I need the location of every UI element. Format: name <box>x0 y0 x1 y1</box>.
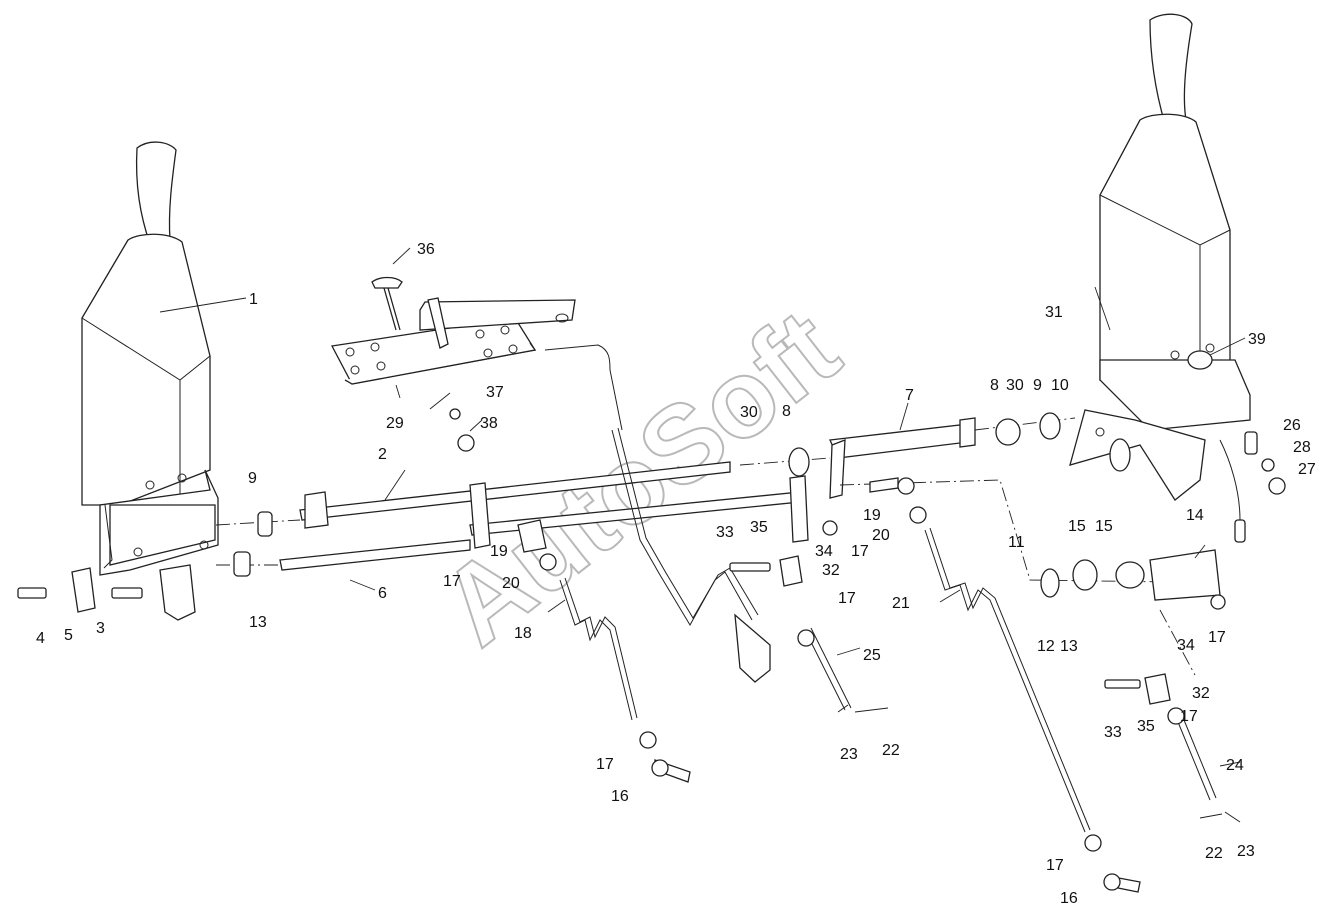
callout-34a: 34 <box>815 543 833 560</box>
callout-8b: 8 <box>990 377 999 394</box>
callout-11: 11 <box>1008 534 1025 551</box>
callout-17e: 17 <box>1208 629 1226 646</box>
callout-4: 4 <box>36 630 45 647</box>
pedal-plate <box>330 297 623 431</box>
callout-16a: 16 <box>611 788 629 805</box>
callout-39: 39 <box>1248 331 1266 348</box>
callout-35a: 35 <box>750 519 768 536</box>
callout-17c: 17 <box>838 590 856 607</box>
callout-10: 10 <box>1051 377 1069 394</box>
callout-27: 27 <box>1298 461 1316 478</box>
callout-15b: 15 <box>1095 518 1113 535</box>
callout-20a: 20 <box>502 575 520 592</box>
callout-labels: 1 2 3 4 5 6 7 8 8 9 9 10 11 12 13 13 14 … <box>36 241 1316 907</box>
callout-18: 18 <box>514 625 532 642</box>
callout-28: 28 <box>1293 439 1311 456</box>
callout-13b: 13 <box>1060 638 1078 655</box>
callout-2: 2 <box>378 446 387 463</box>
callout-26: 26 <box>1283 417 1301 434</box>
callout-23a: 23 <box>840 746 858 763</box>
callout-30b: 30 <box>1006 377 1024 394</box>
callout-9b: 9 <box>1033 377 1042 394</box>
callout-25: 25 <box>863 647 881 664</box>
callout-30a: 30 <box>740 404 758 421</box>
callout-32a: 32 <box>822 562 840 579</box>
left-control-tower <box>81 141 219 621</box>
callout-23b: 23 <box>1237 843 1255 860</box>
callout-14: 14 <box>1186 507 1204 524</box>
callout-7: 7 <box>905 387 914 404</box>
callout-22a: 22 <box>882 742 900 759</box>
callout-32b: 32 <box>1192 685 1210 702</box>
callout-9a: 9 <box>248 470 257 487</box>
callout-33a: 33 <box>716 524 734 541</box>
callout-31: 31 <box>1045 304 1063 321</box>
callout-20b: 20 <box>872 527 890 544</box>
callout-17g: 17 <box>1046 857 1064 874</box>
callout-17a: 17 <box>443 573 461 590</box>
callout-21: 21 <box>892 595 910 612</box>
callout-17b: 17 <box>851 543 869 560</box>
callout-15a: 15 <box>1068 518 1086 535</box>
callout-35b: 35 <box>1137 718 1155 735</box>
right-control-tower <box>1069 13 1251 543</box>
callout-5: 5 <box>64 627 73 644</box>
callout-22b: 22 <box>1205 845 1223 862</box>
callout-24: 24 <box>1226 757 1244 774</box>
callout-6: 6 <box>378 585 387 602</box>
callout-17d: 17 <box>596 756 614 773</box>
callout-33b: 33 <box>1104 724 1122 741</box>
callout-17f: 17 <box>1180 708 1198 725</box>
callout-29: 29 <box>386 415 404 432</box>
callout-3: 3 <box>96 620 105 637</box>
callout-19b: 19 <box>863 507 881 524</box>
small-parts <box>17 276 1286 893</box>
callout-36: 36 <box>417 241 435 258</box>
callout-8a: 8 <box>782 403 791 420</box>
callout-38: 38 <box>480 415 498 432</box>
linkage-rods <box>559 427 1217 833</box>
callout-19a: 19 <box>490 543 508 560</box>
callout-1: 1 <box>249 291 258 308</box>
callout-16b: 16 <box>1060 890 1078 907</box>
leader-lines <box>159 247 1246 767</box>
callout-34b: 34 <box>1177 637 1195 654</box>
callout-12: 12 <box>1037 638 1055 655</box>
shafts <box>215 417 1196 676</box>
callout-13a: 13 <box>249 614 267 631</box>
callout-37: 37 <box>486 384 504 401</box>
